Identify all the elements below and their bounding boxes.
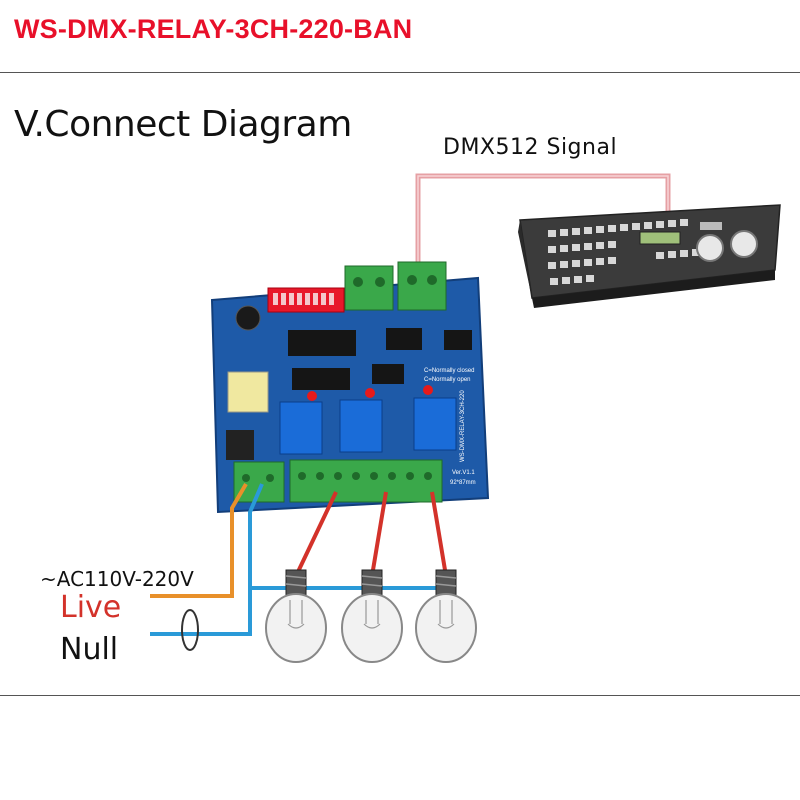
ac-live-wire <box>150 482 248 598</box>
live-output-3 <box>430 491 448 577</box>
ac-input-label: ~AC110V-220V <box>40 567 194 591</box>
diagram-heading: V.Connect Diagram <box>14 104 352 145</box>
light-bulb-2 <box>341 569 403 663</box>
dmx-console <box>518 204 781 308</box>
board-text-nc: C=Normally closed <box>424 368 475 374</box>
relay-1 <box>279 401 323 455</box>
board-text-size: 92*87mm <box>450 480 476 486</box>
board-text-version: Ver.V1.1 <box>452 470 475 476</box>
light-bulb-1 <box>265 569 327 663</box>
output-terminal <box>289 459 443 503</box>
dmx-terminal-2 <box>397 261 447 311</box>
ac-null-wire <box>150 483 264 636</box>
dmx-terminal-1 <box>344 265 394 311</box>
light-bulb-3 <box>415 569 477 663</box>
relay-2 <box>339 399 383 453</box>
live-label: Live <box>60 590 122 625</box>
null-label: Null <box>60 632 119 667</box>
live-output-2 <box>370 491 388 577</box>
diagram-frame <box>0 72 800 696</box>
dmx-signal-cable-inner <box>417 175 669 272</box>
board-text-no: C=Normally open <box>424 377 471 383</box>
relay-pcb: C=Normally closed C=Normally open Ver.V1… <box>210 261 490 514</box>
cable-bundle-marker <box>181 609 199 651</box>
product-title: WS-DMX-RELAY-3CH-220-BAN <box>14 14 413 44</box>
live-output-1 <box>294 491 338 577</box>
dmx-signal-label: DMX512 Signal <box>443 135 618 160</box>
board-text-model: WS-DMX-RELAY-3CH-220 <box>460 390 466 462</box>
relay-3 <box>413 397 457 451</box>
